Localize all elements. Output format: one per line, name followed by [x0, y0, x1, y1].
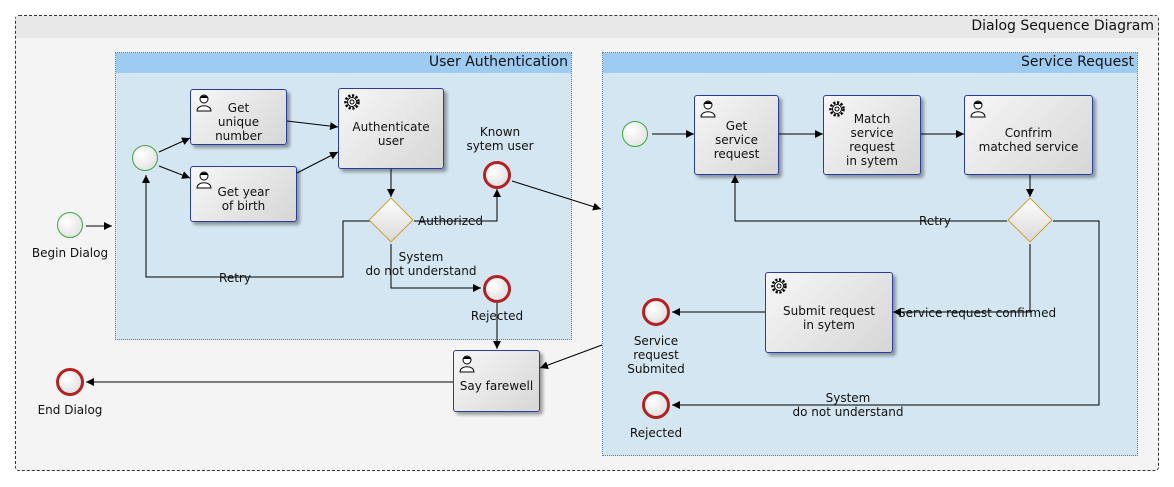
user-icon: [700, 100, 716, 118]
user-icon: [459, 355, 475, 373]
task-label: Get unique number: [215, 101, 262, 143]
task-confirm-matched-service[interactable]: Confrim matched service: [964, 95, 1093, 175]
diagram-title: Dialog Sequence Diagram: [971, 18, 1154, 34]
flow-service-retry: [731, 175, 1007, 222]
user-icon: [196, 94, 212, 112]
task-get-unique-number[interactable]: Get unique number: [190, 89, 287, 145]
flow-auth-not-understand: [390, 244, 481, 292]
task-label: Confrim matched service: [978, 126, 1079, 154]
flow-label-service-retry: Retry: [919, 214, 951, 228]
task-label: Say farewell: [459, 379, 534, 393]
flow-label-auth-retry: Retry: [219, 271, 251, 285]
task-label: Match service request in sytem: [846, 112, 898, 168]
known-user-end-event[interactable]: [483, 161, 511, 189]
flow-label-auth-not-understand: System do not understand: [365, 250, 477, 278]
user-icon: [196, 171, 212, 189]
lane-title-service: Service Request: [1020, 54, 1134, 70]
task-label: Get service request: [713, 119, 760, 161]
task-label: Submit request in sytem: [783, 303, 875, 332]
task-match-service-request[interactable]: Match service request in sytem: [823, 95, 921, 175]
flow-year-to-authenticate: [296, 151, 339, 174]
flow-to-get-unique-number: [158, 137, 191, 153]
auth-rejected-label: Rejected: [470, 309, 524, 323]
lane-header: Service Request: [603, 53, 1137, 73]
task-get-year-of-birth[interactable]: Get year of birth: [190, 166, 297, 222]
service-submitted-end-event[interactable]: [642, 298, 670, 326]
service-submitted-label: Service request Submited: [627, 334, 685, 376]
service-rejected-label: Rejected: [629, 426, 683, 440]
flow-auth-retry: [142, 175, 370, 278]
task-get-service-request[interactable]: Get service request: [694, 95, 779, 175]
flow-unique-to-authenticate: [286, 120, 339, 131]
gear-icon: [829, 101, 845, 117]
task-authenticate-user[interactable]: Authenticate user: [338, 88, 444, 169]
flow-known-user-to-service: [511, 180, 602, 211]
task-submit-request[interactable]: Submit request in sytem: [765, 272, 893, 353]
flow-service-to-farewell: [539, 344, 603, 369]
flow-label-authorized: Authorized: [418, 214, 484, 228]
known-user-label: Known sytem user: [466, 125, 534, 153]
flow-label-service-confirmed: Service request confirmed: [898, 306, 1057, 320]
service-rejected-end-event[interactable]: [642, 391, 670, 419]
diagram-pool-header: Dialog Sequence Diagram: [16, 16, 1158, 38]
flow-service-not-understand: [672, 220, 1100, 409]
gear-icon: [344, 94, 360, 110]
lane-title-auth: User Authentication: [428, 54, 568, 70]
task-label: Authenticate user: [352, 119, 430, 148]
flow-label-service-not-understand: System do not understand: [792, 391, 904, 419]
service-start-event[interactable]: [622, 121, 648, 147]
task-say-farewell[interactable]: Say farewell: [453, 350, 540, 412]
flow-to-get-year: [158, 165, 191, 179]
end-dialog-end-event[interactable]: [56, 368, 84, 396]
begin-dialog-start-event[interactable]: [57, 212, 83, 238]
flow-authorized: [414, 189, 501, 222]
lane-header: User Authentication: [116, 53, 571, 73]
auth-start-event[interactable]: [132, 145, 158, 171]
flow-service-confirmed: [893, 244, 1031, 316]
gear-icon: [771, 278, 787, 294]
begin-dialog-label: Begin Dialog: [31, 246, 109, 260]
auth-rejected-end-event[interactable]: [483, 275, 511, 303]
user-icon: [970, 100, 986, 118]
task-label: Get year of birth: [217, 185, 270, 213]
end-dialog-label: End Dialog: [37, 403, 103, 417]
